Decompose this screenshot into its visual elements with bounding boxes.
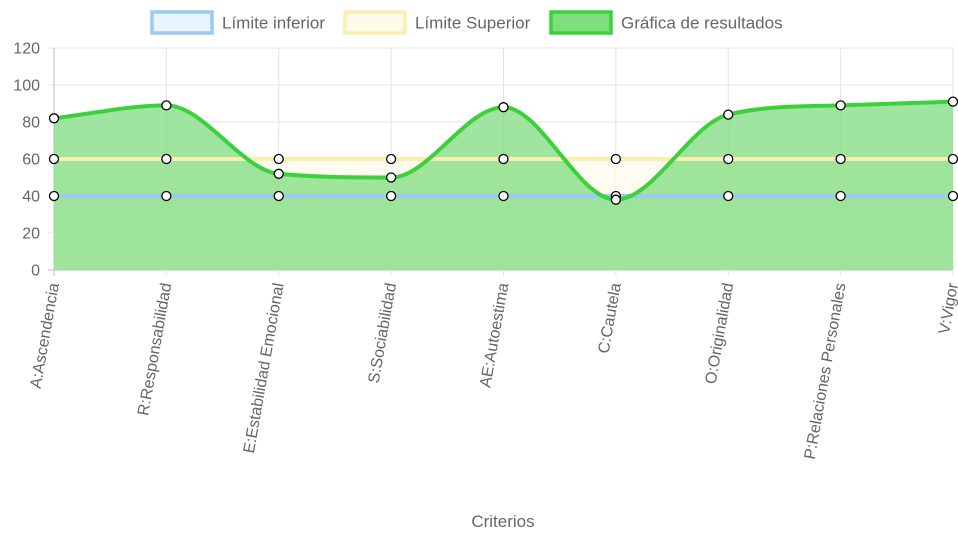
legend-label: Gráfica de resultados xyxy=(621,14,783,33)
data-point[interactable] xyxy=(48,190,60,202)
x-axis-ticks: A:Ascendencia R:Responsabilidad E:Estabili… xyxy=(28,281,958,461)
data-point[interactable] xyxy=(161,190,172,202)
legend-item[interactable]: Límite Superior xyxy=(343,10,531,35)
data-point[interactable] xyxy=(385,153,397,165)
data-point[interactable] xyxy=(835,190,846,202)
x-tick-label: E:Estabilidad Emocional xyxy=(241,282,288,455)
x-tick-label: AE:Autoestima xyxy=(477,282,512,389)
x-tick-label: A:Ascendencia xyxy=(28,282,63,390)
data-point[interactable] xyxy=(723,109,734,120)
data-point[interactable] xyxy=(385,172,397,183)
data-point[interactable] xyxy=(385,190,397,202)
data-point[interactable] xyxy=(947,96,958,107)
y-tick-label: 100 xyxy=(13,78,40,95)
data-point[interactable] xyxy=(947,153,958,165)
data-point[interactable] xyxy=(723,153,734,165)
x-tick-label: C:Cautela xyxy=(596,282,625,355)
data-point[interactable] xyxy=(947,190,958,202)
series-area xyxy=(54,101,953,271)
legend[interactable]: Límite inferior Límite Superior Gráfica de… xyxy=(150,10,783,35)
legend-item[interactable]: Límite inferior xyxy=(150,10,325,35)
data-point[interactable] xyxy=(48,113,60,124)
data-point[interactable] xyxy=(273,168,284,179)
y-tick-label: 60 xyxy=(22,152,40,169)
data-point[interactable] xyxy=(498,190,509,202)
legend-item[interactable]: Gráfica de resultados xyxy=(549,10,783,35)
x-tick-label: V:Vigor xyxy=(936,281,958,335)
y-tick-label: 120 xyxy=(13,41,40,58)
data-point[interactable] xyxy=(835,153,846,165)
data-point[interactable] xyxy=(161,100,172,111)
x-axis-title: Criterios xyxy=(471,512,534,531)
y-tick-label: 80 xyxy=(22,115,40,132)
series-fills xyxy=(54,101,953,271)
legend-label: Límite Superior xyxy=(415,14,531,33)
legend-label: Límite inferior xyxy=(222,14,325,33)
legend-swatch xyxy=(150,10,214,35)
y-tick-label: 0 xyxy=(31,263,40,280)
data-point[interactable] xyxy=(273,190,284,202)
data-point[interactable] xyxy=(498,153,509,165)
x-tick-label: O:Originalidad xyxy=(703,282,738,386)
data-points xyxy=(48,96,958,205)
legend-swatch xyxy=(549,10,613,35)
x-tick-label: P:Relaciones Personales xyxy=(802,282,850,461)
y-axis-ticks: 0 20 40 60 80 100 120 xyxy=(13,41,40,280)
data-point[interactable] xyxy=(48,153,60,165)
x-tick-label: S:Sociabilidad xyxy=(366,282,400,385)
data-point[interactable] xyxy=(610,194,622,205)
x-tick-label: R:Responsabilidad xyxy=(135,282,175,417)
y-tick-label: 40 xyxy=(22,189,40,206)
data-point[interactable] xyxy=(498,102,509,113)
data-point[interactable] xyxy=(273,153,284,165)
data-point[interactable] xyxy=(610,153,622,165)
y-tick-label: 20 xyxy=(22,226,40,243)
data-point[interactable] xyxy=(835,100,846,111)
legend-swatch xyxy=(343,10,407,35)
data-point[interactable] xyxy=(723,190,734,202)
data-point[interactable] xyxy=(161,153,172,165)
